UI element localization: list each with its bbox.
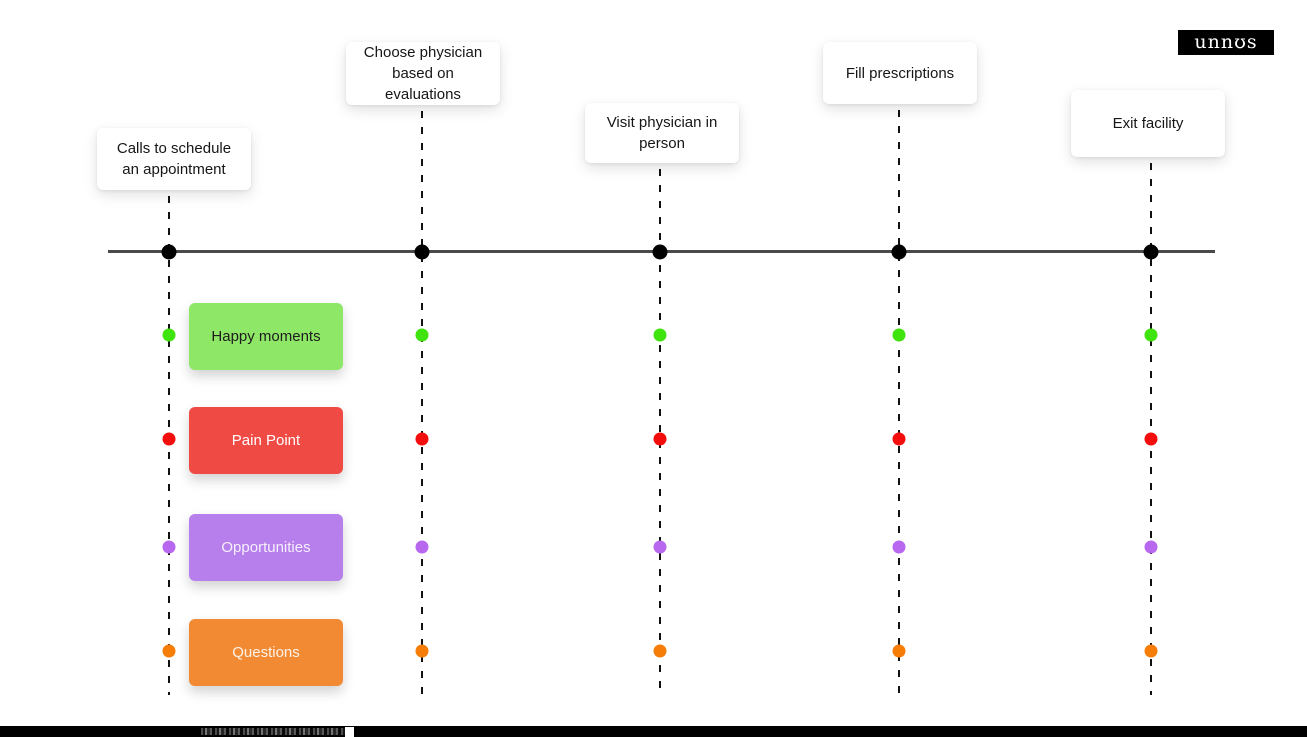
milestone-label: Visit physician in person: [606, 114, 718, 152]
milestone-label: Fill prescriptions: [845, 64, 955, 82]
timeline-node[interactable]: [1143, 244, 1159, 260]
milestone-guide-line: [421, 111, 423, 695]
pain-dot[interactable]: [415, 432, 429, 446]
milestone-label: Calls to schedule an appointment: [116, 140, 232, 178]
milestone-guide-line: [1150, 163, 1152, 695]
milestone-card[interactable]: Exit facility: [1071, 90, 1225, 157]
timeline-node[interactable]: [652, 244, 668, 260]
footer-bar: [0, 726, 1307, 737]
question-dot[interactable]: [415, 644, 429, 658]
happy-dot[interactable]: [162, 328, 176, 342]
question-dot[interactable]: [653, 644, 667, 658]
lane-label: Happy moments: [211, 328, 321, 345]
lane-card-pain-point[interactable]: Pain Point: [189, 407, 343, 474]
brand-logo: unnʊs: [1178, 30, 1274, 55]
question-dot[interactable]: [892, 644, 906, 658]
milestone-card[interactable]: Calls to schedule an appointment: [97, 128, 251, 190]
opportunity-dot[interactable]: [653, 540, 667, 554]
lane-label: Questions: [232, 644, 300, 661]
timeline-node[interactable]: [414, 244, 430, 260]
pain-dot[interactable]: [1144, 432, 1158, 446]
milestone-label: Exit facility: [1112, 115, 1184, 132]
lane-card-happy-moments[interactable]: Happy moments: [189, 303, 343, 370]
footer-notch: [345, 727, 354, 737]
timeline-node[interactable]: [161, 244, 177, 260]
happy-dot[interactable]: [653, 328, 667, 342]
opportunity-dot[interactable]: [415, 540, 429, 554]
milestone-guide-line: [898, 110, 900, 695]
pain-dot[interactable]: [892, 432, 906, 446]
milestone-card[interactable]: Visit physician in person: [585, 103, 739, 163]
milestone-guide-line: [659, 169, 661, 695]
pain-dot[interactable]: [162, 432, 176, 446]
timeline-node[interactable]: [891, 244, 907, 260]
milestone-card[interactable]: Fill prescriptions: [823, 42, 977, 104]
lane-label: Opportunities: [221, 539, 311, 556]
question-dot[interactable]: [1144, 644, 1158, 658]
opportunity-dot[interactable]: [892, 540, 906, 554]
milestone-guide-line: [168, 196, 170, 695]
question-dot[interactable]: [162, 644, 176, 658]
happy-dot[interactable]: [892, 328, 906, 342]
footer-fineprint: [201, 728, 345, 735]
opportunity-dot[interactable]: [1144, 540, 1158, 554]
lane-label: Pain Point: [231, 432, 301, 449]
lane-card-opportunities[interactable]: Opportunities: [189, 514, 343, 581]
happy-dot[interactable]: [1144, 328, 1158, 342]
lane-card-questions[interactable]: Questions: [189, 619, 343, 686]
pain-dot[interactable]: [653, 432, 667, 446]
milestone-label: Choose physician based on evaluations: [363, 44, 483, 103]
milestone-card[interactable]: Choose physician based on evaluations: [346, 42, 500, 105]
happy-dot[interactable]: [415, 328, 429, 342]
opportunity-dot[interactable]: [162, 540, 176, 554]
